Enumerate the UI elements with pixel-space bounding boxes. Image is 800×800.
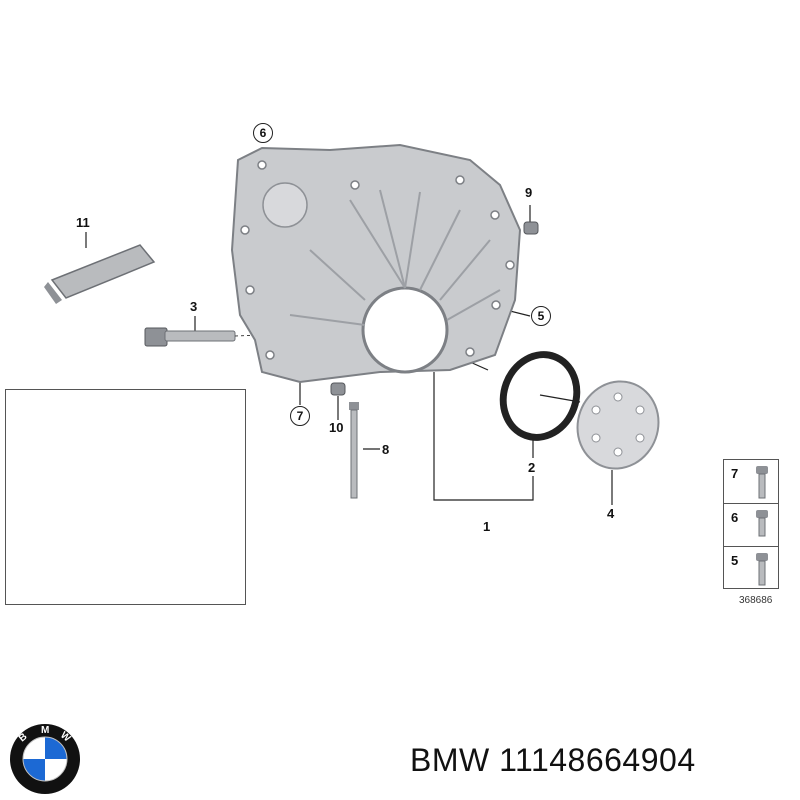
sensor-part [144, 327, 263, 347]
bolt-icon [756, 510, 768, 537]
nut-10-part [330, 382, 346, 396]
legend-label: 5 [731, 553, 739, 568]
callout-3: 3 [190, 299, 198, 314]
bolt-9-part [523, 221, 539, 235]
part-number-caption: BMW 11148664904 [410, 742, 696, 778]
callout-1: 1 [483, 519, 491, 534]
long-bolt-8-part [349, 402, 359, 499]
callout-6: 6 [253, 123, 273, 143]
seal-ring-part [499, 351, 581, 441]
bmw-logo-icon: B M W [10, 724, 80, 794]
sealant-tube-part [44, 244, 156, 304]
callout-9: 9 [525, 185, 533, 200]
timing-cover-part [230, 143, 522, 384]
legend-label: 7 [731, 466, 739, 481]
bolt-icon [756, 553, 768, 586]
svg-text:M: M [41, 725, 49, 736]
callout-7: 7 [290, 406, 310, 426]
callout-11: 11 [76, 215, 90, 230]
engine-location-inset [5, 389, 246, 605]
drawing-number: 368686 [739, 595, 773, 606]
legend-label: 6 [731, 510, 739, 525]
callout-2: 2 [528, 460, 536, 475]
callout-10: 10 [329, 420, 344, 435]
bolt-legend: 7 6 5 [723, 459, 779, 589]
callout-5: 5 [531, 306, 551, 326]
wheel-part [576, 380, 660, 470]
bolt-icon [756, 466, 768, 499]
legend-row-5: 5 [724, 546, 778, 590]
callout-8: 8 [382, 442, 390, 457]
legend-row-6: 6 [724, 503, 778, 547]
callout-4: 4 [607, 506, 615, 521]
legend-row-7: 7 [724, 460, 778, 503]
